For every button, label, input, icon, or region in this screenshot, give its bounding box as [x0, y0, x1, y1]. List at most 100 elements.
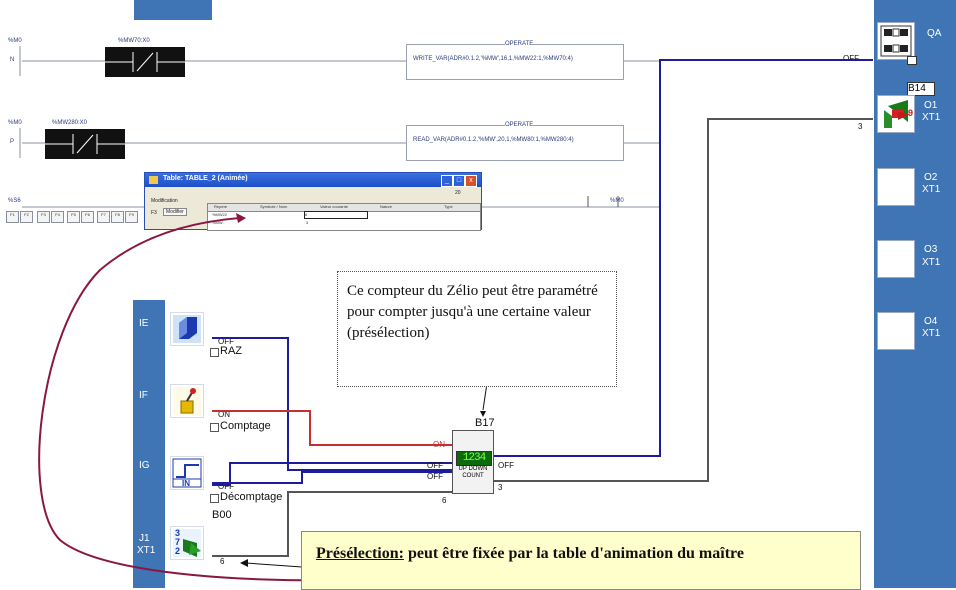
- o4-label: O4: [924, 316, 938, 327]
- o2-sub: XT1: [922, 184, 941, 195]
- rung1-rail-label: %M0: [8, 38, 22, 44]
- ie-label: IE: [139, 318, 149, 329]
- rung2-operate-block[interactable]: OPERATE READ_VAR(ADR#0.1.2,'%MW',20,1,%M…: [406, 122, 624, 161]
- rung2-operate-text: READ_VAR(ADR#0.1.2,'%MW',20,1,%MW80:1,%M…: [413, 137, 574, 143]
- counter-block-b17[interactable]: 1234 UP DOWN COUNT: [452, 430, 494, 494]
- ie-checkbox[interactable]: [210, 348, 219, 357]
- modification-label: Modification: [151, 198, 178, 204]
- maximize-button[interactable]: □: [453, 175, 465, 187]
- col-type: Type: [444, 204, 453, 209]
- rung2-operate-header: OPERATE: [505, 122, 534, 128]
- o3-sub: XT1: [922, 257, 941, 268]
- counter-in3: OFF: [427, 472, 443, 481]
- rung1-contact[interactable]: [105, 47, 185, 77]
- if-label: IF: [139, 390, 148, 401]
- rung2-rail-label: %M0: [8, 120, 22, 126]
- o3-output-box[interactable]: [877, 240, 915, 278]
- j1-value: 6: [220, 557, 225, 566]
- if-checkbox[interactable]: [210, 423, 219, 432]
- row1-value[interactable]: 6: [304, 211, 368, 219]
- top-toolbar-block: [134, 0, 212, 20]
- if-name: Comptage: [220, 420, 271, 432]
- fkey-f4[interactable]: F4: [51, 211, 64, 223]
- b00-label: B00: [212, 509, 232, 521]
- col-nature: Nature: [380, 204, 393, 209]
- o1-output-icon[interactable]: 9: [877, 95, 915, 133]
- row2-addr: %MW..: [212, 220, 225, 225]
- counter-in2: OFF: [427, 461, 443, 470]
- ig-state: OFF: [218, 482, 234, 491]
- window-count: 20: [455, 190, 461, 196]
- o1-block-id: B14: [907, 82, 935, 96]
- window-titlebar[interactable]: Table: TABLE_2 (Animée) _ □ x: [145, 173, 481, 187]
- fkey-f7[interactable]: F7: [97, 211, 110, 223]
- rung1-operate-block[interactable]: OPERATE WRITE_VAR(ADR#0.1.2,'%MW',16,1,%…: [406, 41, 624, 80]
- j1-analog-icon[interactable]: 3 7 2: [170, 526, 204, 560]
- note-box: Présélection: peut être fixée par la tab…: [301, 531, 861, 590]
- counter-type-line2: COUNT: [462, 473, 484, 479]
- o4-sub: XT1: [922, 328, 941, 339]
- o1-label: O1: [924, 100, 938, 111]
- o2-output-box[interactable]: [877, 168, 915, 206]
- f3-label: F3: [151, 210, 157, 216]
- counter-in4: 6: [442, 496, 447, 505]
- col-repere: Repère: [214, 204, 228, 209]
- note-keyword: Présélection:: [316, 545, 404, 562]
- counter-id: B17: [475, 417, 495, 429]
- modify-button[interactable]: Modifier: [163, 208, 187, 216]
- ig-label: IG: [139, 460, 150, 471]
- col-valeur: Valeur courante: [320, 204, 348, 209]
- note-text: peut être fixée par la table d'animation…: [403, 545, 744, 562]
- rung3-rail-label: %S6: [8, 198, 21, 204]
- rung1-coil-label: N: [10, 57, 15, 63]
- qa-checkbox[interactable]: [907, 56, 917, 65]
- table-icon: [149, 176, 158, 184]
- fkey-f2[interactable]: F2: [20, 211, 33, 223]
- input-bar: [133, 300, 165, 588]
- j1-icon-digits: 3 7 2: [175, 528, 181, 556]
- rung1-operate-text: WRITE_VAR(ADR#0.1.2,'%MW',16,1,%MW22:1,%…: [413, 56, 573, 62]
- o2-label: O2: [924, 172, 938, 183]
- j1-sub: XT1: [137, 545, 156, 556]
- ig-digital-input-icon[interactable]: IN: [170, 456, 204, 490]
- fkey-f1[interactable]: F1: [6, 211, 19, 223]
- counter-display: 1234: [456, 451, 492, 466]
- qa-state: OFF: [843, 54, 859, 63]
- callout-text: Ce compteur du Zélio peut être paramétré…: [347, 283, 598, 341]
- close-button[interactable]: x: [465, 175, 477, 187]
- ie-state: OFF: [218, 337, 234, 346]
- o1-value: 3: [858, 122, 863, 131]
- rung3-right-label: %M0: [610, 198, 624, 204]
- j1-label: J1: [139, 533, 150, 544]
- o1-sub: XT1: [922, 112, 941, 123]
- rung2-coil-label: P: [10, 139, 15, 145]
- fkey-f9[interactable]: F9: [125, 211, 138, 223]
- col-symbole: Symbole / Nom: [260, 204, 288, 209]
- qa-output-icon[interactable]: [877, 22, 915, 60]
- callout-box: Ce compteur du Zélio peut être paramétré…: [337, 271, 617, 387]
- fkey-f5[interactable]: F5: [67, 211, 80, 223]
- ie-pushbutton-icon[interactable]: [170, 312, 204, 346]
- if-state: ON: [218, 410, 230, 419]
- fkey-f3[interactable]: F3: [37, 211, 50, 223]
- animation-table[interactable]: Repère Symbole / Nom Valeur courante Nat…: [207, 203, 481, 231]
- ie-name: RAZ: [220, 345, 242, 357]
- counter-in1: ON: [433, 440, 445, 449]
- row1-addr: %MW22: [212, 212, 228, 217]
- fkey-f6[interactable]: F6: [81, 211, 94, 223]
- fkey-f8[interactable]: F8: [111, 211, 124, 223]
- rung2-contact-label: %MW280:X0: [52, 120, 88, 126]
- svg-text:9: 9: [908, 108, 913, 118]
- animation-table-window[interactable]: Table: TABLE_2 (Animée) _ □ x 20 Modific…: [144, 172, 482, 231]
- minimize-button[interactable]: _: [441, 175, 453, 187]
- o3-label: O3: [924, 244, 938, 255]
- row2-value: 3: [306, 220, 309, 225]
- rung2-contact[interactable]: [45, 129, 125, 159]
- rung1-operate-header: OPERATE: [505, 41, 534, 47]
- counter-out2: 3: [498, 483, 503, 492]
- o4-output-box[interactable]: [877, 312, 915, 350]
- ig-checkbox[interactable]: [210, 494, 219, 503]
- counter-out1: OFF: [498, 461, 514, 470]
- qa-label: QA: [927, 28, 942, 39]
- if-switch-icon[interactable]: [170, 384, 204, 418]
